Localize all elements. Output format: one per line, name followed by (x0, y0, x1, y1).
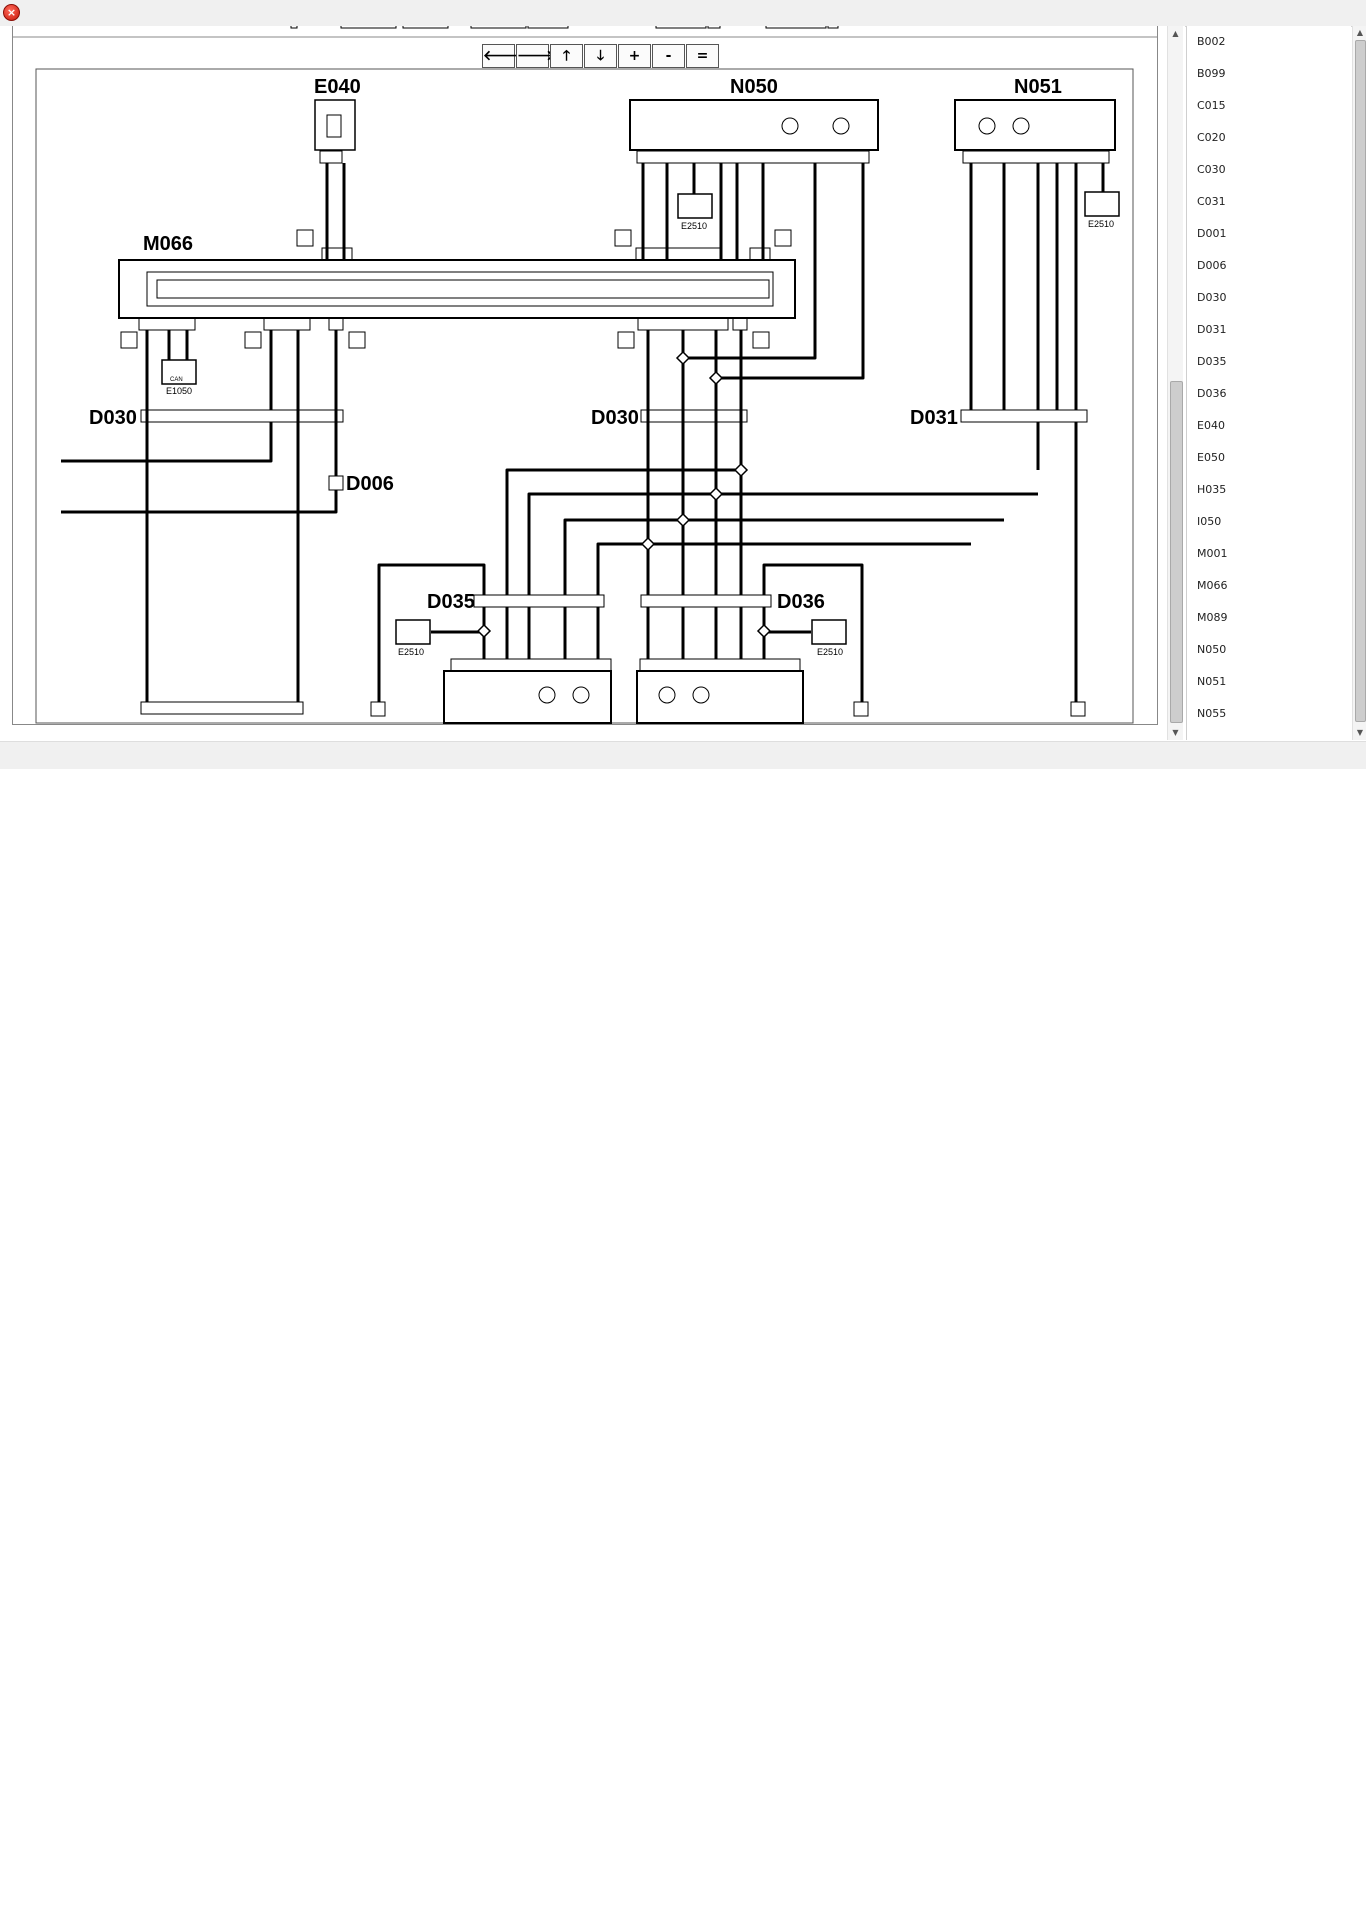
label-d036: D036 (777, 591, 825, 613)
zoom-out-icon[interactable]: - (652, 44, 685, 68)
list-item-b002[interactable]: B002 (1197, 35, 1226, 48)
list-item-m089[interactable]: M089 (1197, 611, 1228, 624)
connector-list-panel: B002 B099 C015 C020 C030 C031 D001 D006 … (1186, 26, 1351, 740)
list-item-c030[interactable]: C030 (1197, 163, 1226, 176)
label-d035: D035 (427, 591, 475, 613)
label-d006: D006 (346, 473, 394, 495)
list-scroll-down-arrow-icon[interactable]: ▼ (1356, 728, 1364, 737)
label-e040: E040 (314, 76, 361, 98)
label-d031: D031 (910, 407, 958, 429)
list-item-d006[interactable]: D006 (1197, 259, 1227, 272)
list-item-b099[interactable]: B099 (1197, 67, 1226, 80)
arrow-up-icon[interactable]: 🡑 (550, 44, 583, 68)
wiring-diagram-canvas[interactable]: E040 N050 N051 M066 D030 D030 D031 D006 … (12, 26, 1158, 725)
list-item-m066[interactable]: M066 (1197, 579, 1228, 592)
list-item-d035[interactable]: D035 (1197, 355, 1227, 368)
status-bar (0, 741, 1366, 769)
list-vertical-scrollbar[interactable]: ▲ ▼ (1352, 26, 1366, 740)
label-e1050: E1050 (166, 386, 192, 396)
list-item-n055[interactable]: N055 (1197, 707, 1227, 720)
label-can: CAN (170, 377, 183, 383)
scroll-thumb[interactable] (1170, 381, 1183, 723)
zoom-fit-icon[interactable]: = (686, 44, 719, 68)
list-item-d031[interactable]: D031 (1197, 323, 1227, 336)
arrow-left-icon[interactable]: 🡐 (482, 44, 521, 68)
list-item-d001[interactable]: D001 (1197, 227, 1227, 240)
list-item-n050[interactable]: N050 (1197, 643, 1227, 656)
list-item-c015[interactable]: C015 (1197, 99, 1226, 112)
label-d030-left: D030 (89, 407, 137, 429)
arrow-down-icon[interactable]: 🡓 (584, 44, 617, 68)
title-bar: × (0, 0, 1366, 27)
label-e2510-n051: E2510 (1088, 219, 1114, 229)
scroll-up-arrow-icon[interactable]: ▲ (1172, 29, 1179, 38)
zoom-in-icon[interactable]: + (618, 44, 651, 68)
list-scroll-thumb[interactable] (1355, 40, 1366, 722)
list-item-e040[interactable]: E040 (1197, 419, 1225, 432)
label-d030-mid: D030 (591, 407, 639, 429)
scroll-down-arrow-icon[interactable]: ▼ (1172, 728, 1179, 737)
list-item-c020[interactable]: C020 (1197, 131, 1226, 144)
label-m066: M066 (143, 233, 193, 255)
label-e2510-n050: E2510 (681, 221, 707, 231)
connector-list: B002 B099 C015 C020 C030 C031 D001 D006 … (1187, 26, 1347, 730)
list-item-m001[interactable]: M001 (1197, 547, 1228, 560)
arrow-right-icon[interactable]: 🡒 (516, 44, 555, 68)
navigation-toolbar: 🡐 🡒 🡑 🡓 + - = (482, 44, 719, 68)
label-n050: N050 (730, 76, 778, 98)
list-scroll-up-arrow-icon[interactable]: ▲ (1356, 28, 1364, 37)
list-item-n051[interactable]: N051 (1197, 675, 1227, 688)
list-item-d036[interactable]: D036 (1197, 387, 1227, 400)
close-icon[interactable]: × (3, 4, 20, 21)
list-item-c031[interactable]: C031 (1197, 195, 1226, 208)
wiring-diagram: E040 N050 N051 M066 D030 D030 D031 D006 … (13, 26, 1157, 724)
label-e2510-d036: E2510 (817, 647, 843, 657)
diagram-vertical-scrollbar[interactable]: ▲ ▼ (1167, 26, 1183, 740)
label-e2510-d035: E2510 (398, 647, 424, 657)
list-item-e050[interactable]: E050 (1197, 451, 1225, 464)
list-item-d030[interactable]: D030 (1197, 291, 1227, 304)
list-item-h035[interactable]: H035 (1197, 483, 1227, 496)
diagram-viewer[interactable]: E040 N050 N051 M066 D030 D030 D031 D006 … (0, 26, 1185, 741)
list-item-i050[interactable]: I050 (1197, 515, 1222, 528)
label-n051: N051 (1014, 76, 1062, 98)
